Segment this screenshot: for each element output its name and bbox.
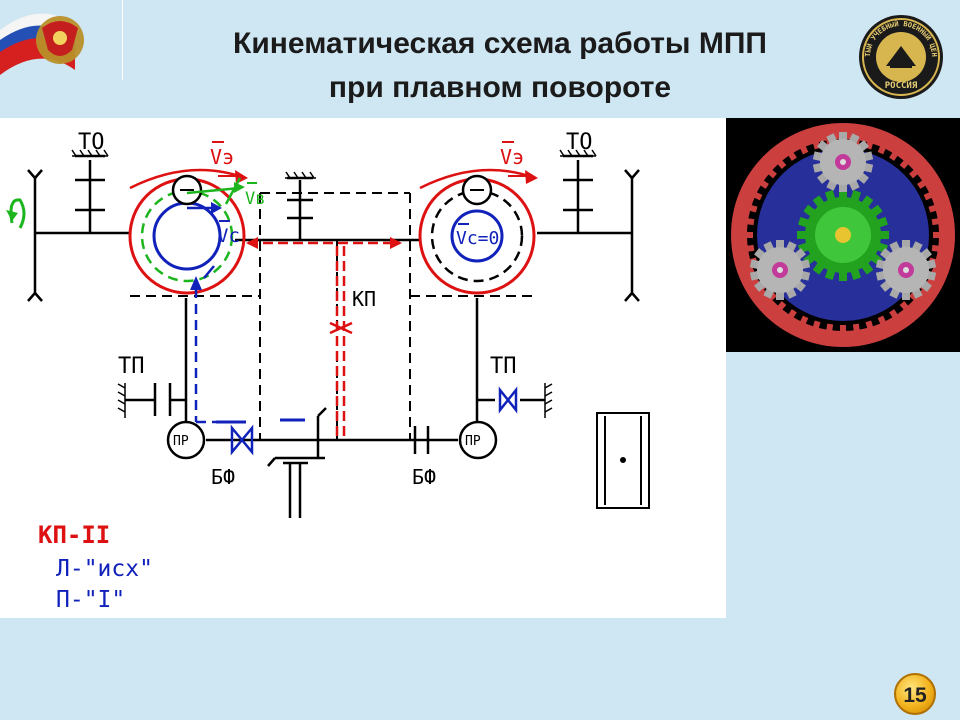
tp-left-label: ТП [118,354,145,379]
vc-label: Vс [217,225,240,247]
to-left-label: ТО [78,130,105,155]
gear-state-right: П-"I" [56,587,125,613]
planetary-gear-icon: // placeholder: teeth drawn below by mai… [726,118,960,352]
vc-right-label: Vс=0 [456,228,499,249]
pr-left-label: ПР [173,434,189,449]
slide-number: 15 [894,673,936,715]
title-line-2: при плавном повороте [328,71,672,104]
page-title: Кинематическая схема работы МПП при плав… [120,22,880,110]
vv-label: Vв [245,189,265,209]
center-seal-icon: ПЯТЫЙ УЧЕБНЫЙ ВОЕННЫЙ ЦЕНТР РОССИЯ [858,14,943,99]
kinematic-diagram: ТО ТО ТП ТП ПР ПР БФ БФ КП Vэ Vэ Vв Vс V… [0,118,726,618]
seal-bottom-text: РОССИЯ [885,81,918,91]
kp-label: КП [352,287,376,311]
eagle-emblem-icon [0,0,120,80]
gear-state-left: Л-"исх" [56,556,153,582]
bf-right-label: БФ [412,465,436,489]
to-right-label: ТО [566,130,593,155]
bf-left-label: БФ [211,465,235,489]
title-line-1: Кинематическая схема работы МПП [233,27,767,60]
gear-state-title: КП-II [38,521,110,549]
tp-right-label: ТП [490,354,517,379]
pr-right-label: ПР [465,434,481,449]
ve-left-label: Vэ [210,145,234,169]
ve-right-label: Vэ [500,145,524,169]
track-link-icon [596,412,650,509]
